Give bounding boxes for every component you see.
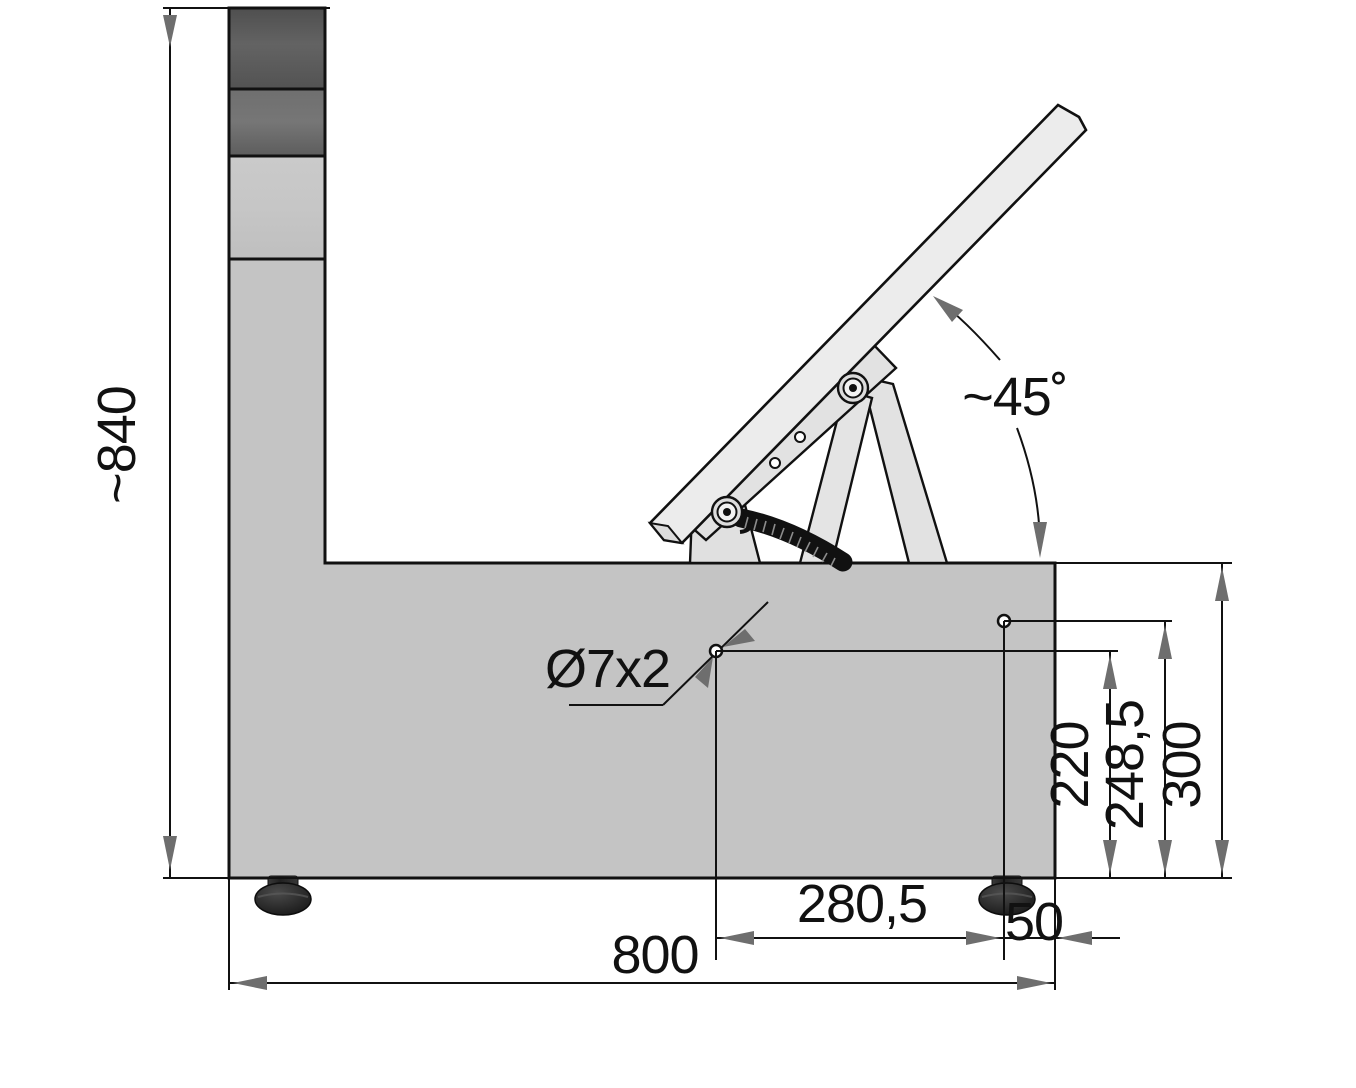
hinge-bolt-lower-inner (723, 508, 731, 516)
dimension-label-800: 800 (611, 925, 698, 985)
dimension-length-280-5: 280,5 (716, 874, 1004, 945)
arrowhead-300-bottom (1215, 840, 1229, 874)
bracket-screw-hole-lower (769, 457, 781, 469)
machine-body-group (227, 6, 1057, 880)
arrowhead-248-5-top (1158, 625, 1172, 659)
arrowhead-300-top (1215, 567, 1229, 601)
dimension-label-248-5: 248,5 (1095, 700, 1155, 830)
arrowhead-callout-lower (695, 657, 713, 688)
dimension-label-280-5: 280,5 (797, 874, 927, 934)
arrowhead-840-top (163, 15, 177, 47)
foot-pad-highlight-left (257, 892, 309, 898)
column-segment-light (227, 153, 327, 261)
dimension-length-800: 800 (228, 878, 1055, 990)
hole-reference-lines (163, 562, 1232, 960)
support-strut (860, 375, 949, 565)
column-segment-medium-dark (227, 86, 327, 158)
bracket-screw-hole-upper (794, 431, 806, 443)
dimension-height-220: 220 (1040, 651, 1117, 878)
arrowhead-220-top (1103, 655, 1117, 689)
arrowhead-800-left (233, 976, 267, 990)
arrowhead-callout-upper (723, 629, 755, 647)
arrowhead-220-bottom (1103, 840, 1117, 874)
leveling-foot-right (978, 875, 1036, 916)
callout-hole-diameter: Ø7x2 (545, 601, 769, 706)
machine-body-outline (227, 256, 1057, 880)
foot-pad-left (254, 882, 312, 916)
dimension-height-248-5: 248,5 (1095, 621, 1172, 878)
column-segment-dark (227, 6, 327, 91)
hose-ribs (744, 516, 836, 567)
dimension-label-50: 50 (1005, 892, 1063, 952)
hinge-bolt-upper (836, 371, 870, 405)
tilting-panel-assembly (647, 103, 1088, 572)
dimension-tilt-angle: ~45˚ (933, 296, 1069, 558)
corrugated-cable-hose (731, 507, 853, 572)
arrowhead-angle-lower (1033, 522, 1047, 558)
dimension-label-angle: ~45˚ (962, 367, 1068, 427)
arrowhead-280-5-left (720, 931, 754, 945)
hinge-bolt-lower (710, 495, 744, 529)
dimension-label-hole: Ø7x2 (545, 639, 670, 699)
dimension-height-300: 300 (1152, 563, 1229, 878)
dimension-label-300: 300 (1152, 721, 1212, 808)
dimension-label-840: ~840 (87, 386, 147, 504)
leveling-foot-left (254, 875, 312, 916)
panel-end-cap (647, 521, 685, 545)
arrowhead-800-right (1017, 976, 1051, 990)
arrowhead-248-5-bottom (1158, 840, 1172, 874)
foot-pad-right (978, 882, 1036, 916)
dimension-length-50: 50 (1004, 878, 1120, 990)
dimension-label-220: 220 (1040, 721, 1100, 808)
foot-pad-highlight-right (981, 892, 1033, 898)
arrowhead-angle-upper (933, 296, 963, 322)
hinge-bolt-upper-inner (849, 384, 857, 392)
arrowhead-50-right (1058, 931, 1092, 945)
arrowhead-280-5-right (966, 931, 1000, 945)
arrowhead-840-bottom (163, 836, 177, 870)
display-panel (648, 103, 1088, 545)
